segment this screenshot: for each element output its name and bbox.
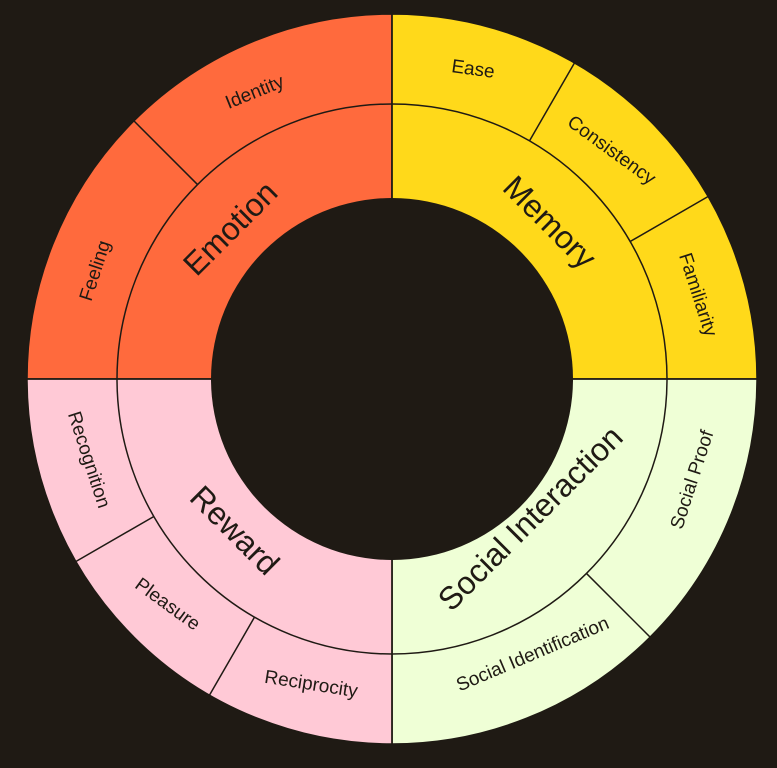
center-hole — [211, 198, 573, 560]
sub-segment-divider — [133, 120, 199, 186]
sub-segment-divider — [75, 515, 155, 563]
sub-segment-divider — [629, 195, 709, 243]
sub-segment-divider — [208, 616, 256, 696]
wheel-dividers — [27, 14, 757, 744]
sub-segment-divider — [528, 62, 576, 142]
sub-segment-divider — [585, 572, 651, 638]
ring-divider — [116, 103, 668, 655]
